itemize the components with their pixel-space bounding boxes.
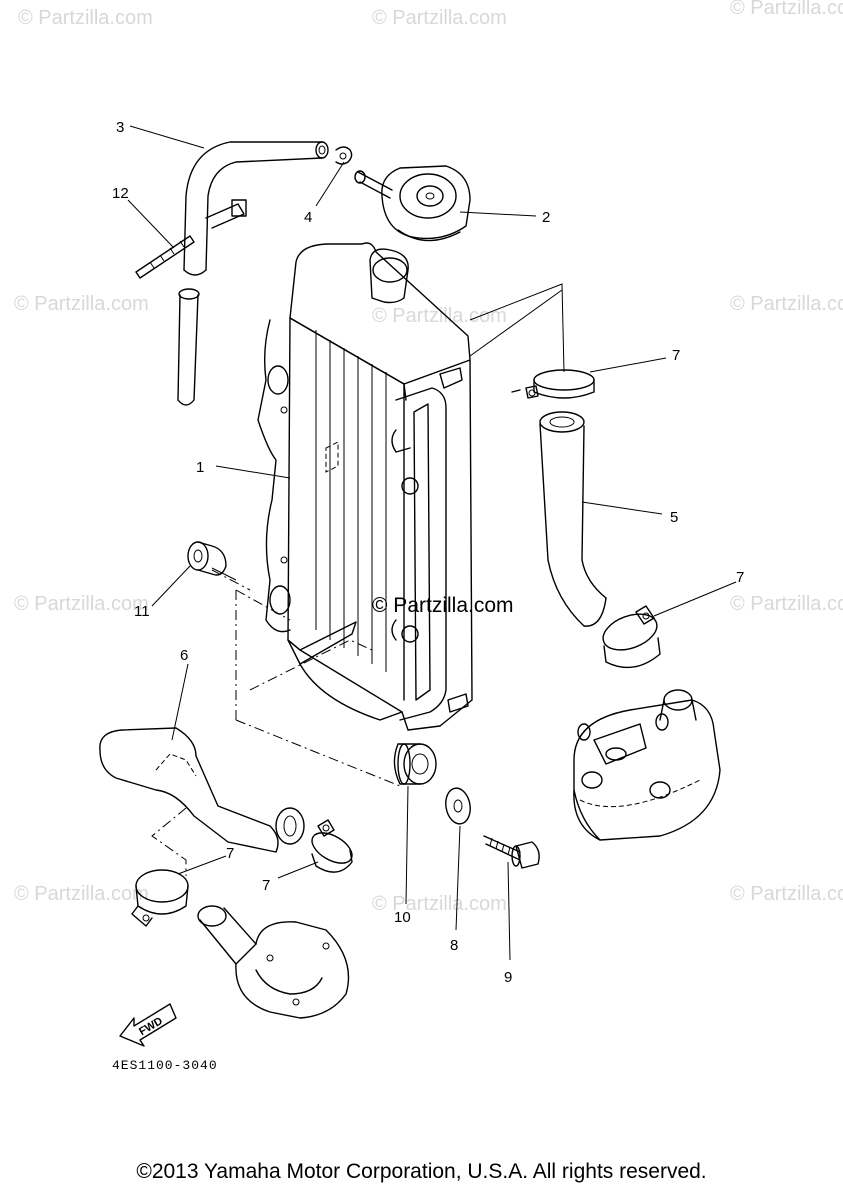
- clip: [335, 146, 353, 165]
- watermark: © Partzilla.com: [372, 7, 507, 29]
- callout-2: 2: [542, 209, 550, 226]
- callout-4: 4: [304, 209, 312, 226]
- callout-7: 7: [736, 569, 744, 586]
- watermark: © Partzilla.com: [730, 593, 843, 615]
- hose-clamp: [602, 605, 661, 669]
- watermark-center: © Partzilla.com: [372, 594, 514, 617]
- watermark: © Partzilla.com: [372, 305, 507, 327]
- callout-9: 9: [504, 969, 512, 986]
- hose-clamp: [511, 369, 595, 399]
- callout-11: 11: [134, 603, 150, 620]
- callout-1: 1: [196, 459, 204, 476]
- bolt: [483, 835, 540, 869]
- watermark: © Partzilla.com: [372, 893, 507, 915]
- callout-labels: 3 12 4 2 7 1 5 7 11 6 7 7 10 8 9: [112, 119, 744, 986]
- copyright-notice: ©2013 Yamaha Motor Corporation, U.S.A. A…: [136, 1160, 707, 1183]
- radiator: [211, 242, 473, 787]
- watermark: © Partzilla.com: [14, 593, 149, 615]
- lower-radiator-hose: [99, 727, 305, 876]
- hose-clamp: [311, 819, 353, 873]
- callout-5: 5: [670, 509, 678, 526]
- watermark: © Partzilla.com: [730, 883, 843, 905]
- grommet: [187, 541, 227, 576]
- diagram-code: 4ES1100-3040: [112, 1058, 218, 1073]
- watermark: © Partzilla.com: [18, 7, 153, 29]
- leader-lines: [127, 125, 737, 961]
- callout-7: 7: [672, 347, 680, 364]
- fwd-label: FWD: [137, 1015, 165, 1038]
- overflow-hose: [177, 141, 329, 406]
- callout-8: 8: [450, 937, 458, 954]
- upper-radiator-hose: [539, 411, 607, 627]
- cable-tie: [135, 199, 247, 279]
- watermark: © Partzilla.com: [14, 883, 149, 905]
- watermark-layer: © Partzilla.com © Partzilla.com © Partzi…: [14, 0, 843, 915]
- callout-3: 3: [116, 119, 124, 136]
- callout-10: 10: [394, 909, 411, 926]
- callout-7: 7: [262, 877, 270, 894]
- washer: [445, 787, 471, 825]
- callout-12: 12: [112, 185, 129, 202]
- callout-7: 7: [226, 845, 234, 862]
- cylinder-head: [573, 689, 721, 841]
- watermark: © Partzilla.com: [14, 293, 149, 315]
- radiator-cap: [354, 165, 471, 242]
- hose-clamp: [131, 869, 189, 927]
- callout-6: 6: [180, 647, 188, 664]
- fwd-arrow-icon: FWD: [119, 1003, 177, 1047]
- watermark: © Partzilla.com: [730, 0, 843, 19]
- damper-grommet: [393, 743, 437, 785]
- watermark: © Partzilla.com: [730, 293, 843, 315]
- water-pump-housing: [197, 905, 350, 1019]
